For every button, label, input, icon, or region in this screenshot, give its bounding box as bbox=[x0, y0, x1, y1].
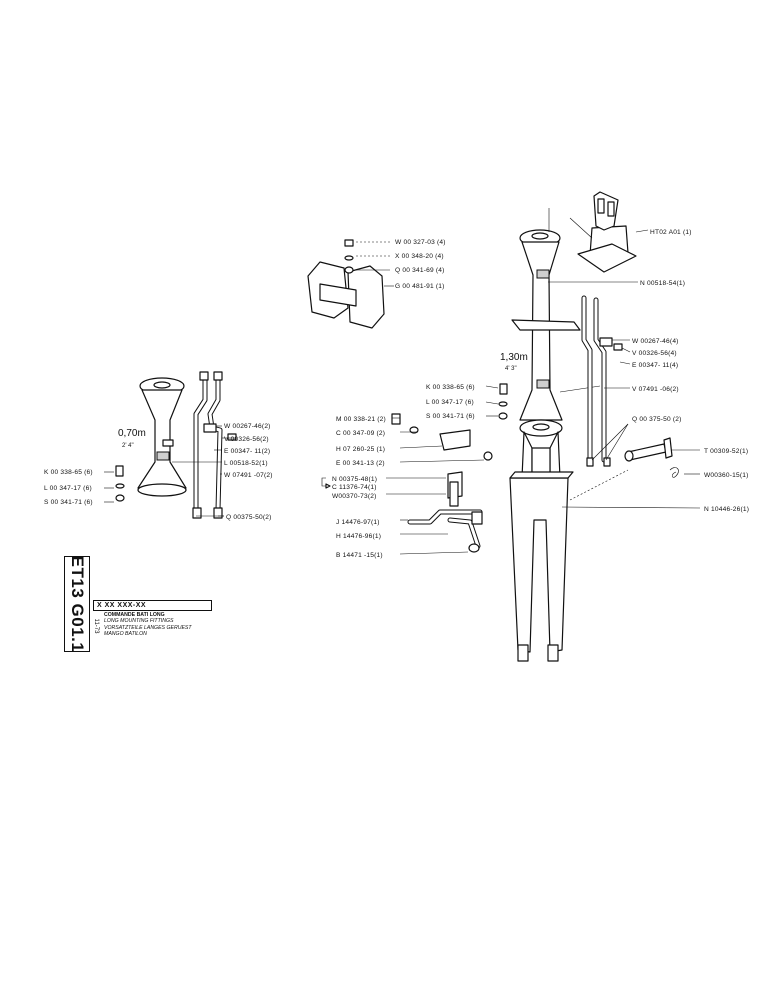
label-v00326-56-right: V 00326-56(4) bbox=[632, 350, 677, 357]
label-w07491-07: W 07491 -07(2) bbox=[224, 472, 273, 479]
title-german: VORSATZTEILE LANGES GERUEST bbox=[104, 624, 192, 631]
title-english: LONG MOUNTING FITTINGS bbox=[104, 618, 174, 625]
label-e00347-11-right: E 00347- 11(4) bbox=[632, 362, 678, 369]
label-c11376-74: C 11376-74(1) bbox=[332, 484, 377, 491]
fork-leg-drawing bbox=[509, 471, 701, 662]
label-e00341-13: E 00 341-13 (2) bbox=[336, 460, 385, 467]
label-c00347-09: C 00 347-09 (2) bbox=[336, 430, 385, 437]
label-v00326-56-left: V 00326-56(2) bbox=[224, 436, 269, 443]
dimension-right-imperial: 4' 3" bbox=[505, 366, 517, 372]
label-w00267-46-left: W 00267-46(2) bbox=[224, 423, 271, 430]
title-spanish: MANGO BATILON bbox=[104, 631, 147, 638]
title-french: COMMANDE BATI LONG bbox=[104, 612, 165, 618]
label-h07260-25: H 07 260-25 (1) bbox=[336, 446, 385, 453]
bolt-set-right bbox=[485, 383, 508, 420]
sheet-code: ET13 G01.1 bbox=[68, 555, 87, 653]
label-l00347-17-left: L 00 347-17 (6) bbox=[44, 485, 92, 492]
label-e00347-11-left: E 00347- 11(2) bbox=[224, 448, 270, 455]
title-block-titles: COMMANDE BATI LONG LONG MOUNTING FITTING… bbox=[104, 612, 214, 638]
label-q00341-69: Q 00 341-69 (4) bbox=[395, 267, 445, 274]
label-m00338-21: M 00 338-21 (2) bbox=[336, 416, 386, 423]
mast-0-70m-drawing bbox=[137, 371, 237, 519]
ht02-fitting-drawing bbox=[577, 191, 649, 273]
pin-t00309-drawing bbox=[569, 437, 700, 501]
label-x00348-20: X 00 348-20 (4) bbox=[395, 253, 444, 260]
bolt-set-left bbox=[104, 465, 125, 503]
label-s00341-71-right: S 00 341-71 (6) bbox=[426, 413, 475, 420]
label-j14476-97: J 14476-97(1) bbox=[336, 519, 380, 526]
dimension-left-imperial: 2' 4" bbox=[122, 443, 134, 449]
sheet-code-box: ET13 G01.1 bbox=[64, 556, 90, 652]
label-k00338-65-right: K 00 338-65 (6) bbox=[426, 384, 475, 391]
dimension-left-metric: 0,70m bbox=[118, 428, 146, 439]
label-ht02-a01: HT02 A01 (1) bbox=[650, 229, 692, 236]
label-t00309-52: T 00309-52(1) bbox=[704, 448, 748, 455]
label-q00375-50-left: Q 00375-50(2) bbox=[226, 514, 272, 521]
label-w00370-73: W00370-73(2) bbox=[332, 493, 377, 500]
bracket-fittings-drawing bbox=[321, 413, 493, 555]
label-l00518-52: L 00518-52(1) bbox=[224, 460, 268, 467]
label-w00360-15: W00360-15(1) bbox=[704, 472, 749, 479]
label-b14471-15: B 14471 -15(1) bbox=[336, 552, 383, 559]
label-w00327-03: W 00 327-03 (4) bbox=[395, 239, 446, 246]
label-n00518-54: N 00518-54(1) bbox=[640, 280, 685, 287]
label-s00341-71-left: S 00 341-71 (6) bbox=[44, 499, 93, 506]
clamp-block-drawing bbox=[307, 239, 394, 329]
dimension-right-metric: 1,30m bbox=[500, 352, 528, 363]
label-n10446-26: N 10446-26(1) bbox=[704, 506, 749, 513]
label-h14476-96: H 14476-96(1) bbox=[336, 533, 381, 540]
part-number-box: X XX XXX-XX bbox=[93, 600, 212, 611]
label-n00375-48: N 00375-48(1) bbox=[332, 476, 377, 483]
label-w00267-46-right: W 00267-46(4) bbox=[632, 338, 679, 345]
label-g00481-91: G 00 481-91 (1) bbox=[395, 283, 445, 290]
sheet-date: 11-73 bbox=[93, 618, 99, 634]
label-v07491-06: V 07491 -06(2) bbox=[632, 386, 679, 393]
label-k00338-65-left: K 00 338-65 (6) bbox=[44, 469, 93, 476]
label-l00347-17-right: L 00 347-17 (6) bbox=[426, 399, 474, 406]
label-q00375-50-right: Q 00 375-50 (2) bbox=[632, 416, 682, 423]
right-hydraulic-pipes bbox=[581, 295, 631, 467]
